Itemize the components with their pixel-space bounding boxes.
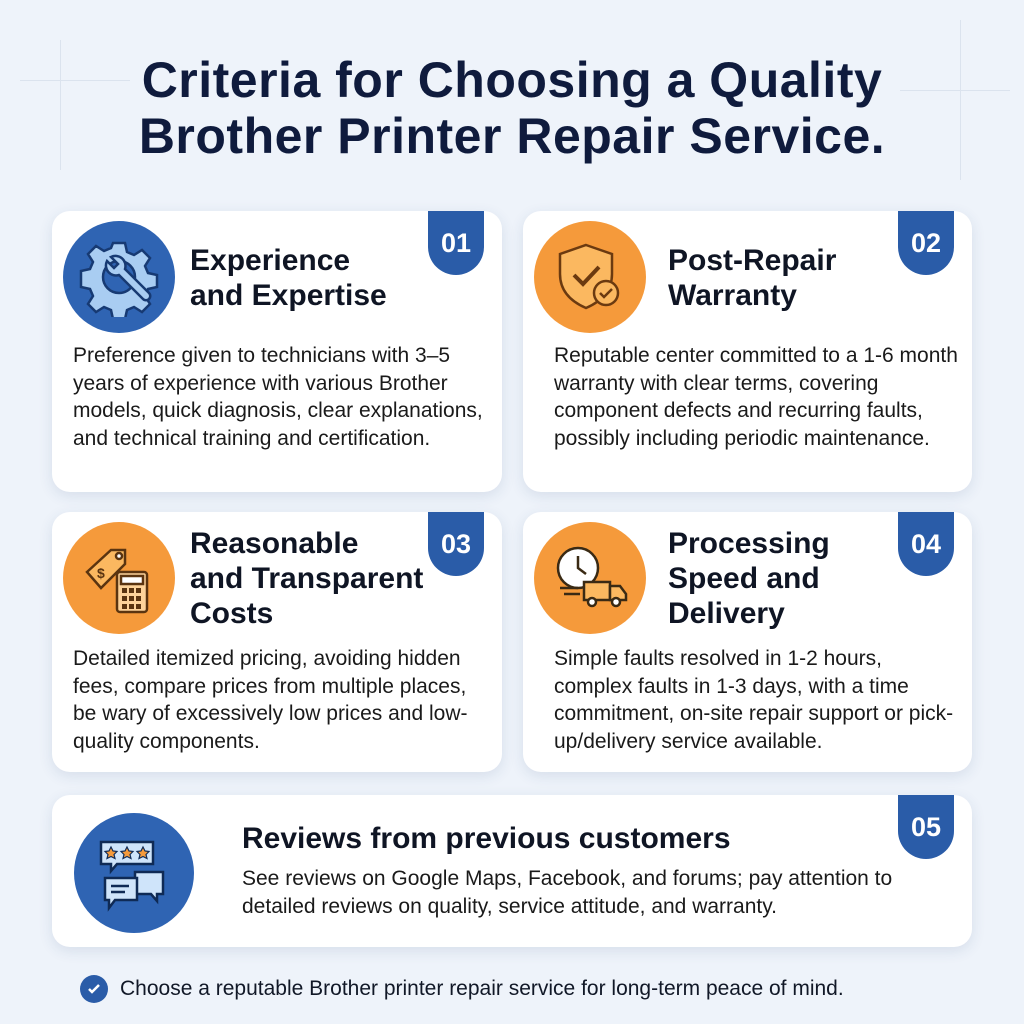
card-body: See reviews on Google Maps, Facebook, an… (242, 867, 893, 918)
title-text: Post-Repair (668, 244, 837, 277)
grid-line (900, 90, 1010, 91)
clock-truck-icon (534, 522, 646, 634)
title-line: Brother Printer Repair Service. (138, 108, 886, 164)
price-tag-calculator-icon: $ (63, 522, 175, 634)
card-body: Preference given to technicians with 3–5… (73, 344, 483, 450)
svg-text:$: $ (97, 565, 105, 581)
title-text: Reasonable (190, 527, 359, 560)
title-text: Warranty (668, 279, 797, 312)
card-body: Detailed itemized pricing, avoiding hidd… (73, 647, 468, 753)
title-text: Processing (668, 527, 830, 560)
number-badge: 01 (428, 211, 484, 275)
title-text: Delivery (668, 597, 785, 630)
gear-wrench-icon (63, 221, 175, 333)
footer-text: Choose a reputable Brother printer repai… (120, 977, 844, 1000)
number-badge: 03 (428, 512, 484, 576)
number-badge: 02 (898, 211, 954, 275)
card-body: Reputable center committed to a 1-6 mont… (554, 344, 958, 450)
footer-note: Choose a reputable Brother printer repai… (80, 975, 844, 1003)
title-text: and Transparent (190, 562, 424, 595)
title-text: Costs (190, 597, 274, 630)
grid-line (960, 20, 961, 180)
shield-check-icon (534, 221, 646, 333)
title-text: and Expertise (190, 279, 387, 312)
title-text: Speed and (668, 562, 820, 595)
title-text: Experience (190, 244, 351, 277)
card-title: Reviews from previous customers (242, 822, 731, 855)
grid-line (20, 80, 130, 81)
title-line: Criteria for Choosing a Quality (141, 52, 883, 108)
card-body: Simple faults resolved in 1-2 hours, com… (554, 647, 954, 753)
number-badge: 05 (898, 795, 954, 859)
number-badge: 04 (898, 512, 954, 576)
criteria-card-reviews: 05 Reviews from previous customers See r… (52, 795, 972, 947)
grid-line (60, 40, 61, 170)
check-circle-icon (80, 975, 108, 1003)
review-bubbles-icon (74, 813, 194, 933)
